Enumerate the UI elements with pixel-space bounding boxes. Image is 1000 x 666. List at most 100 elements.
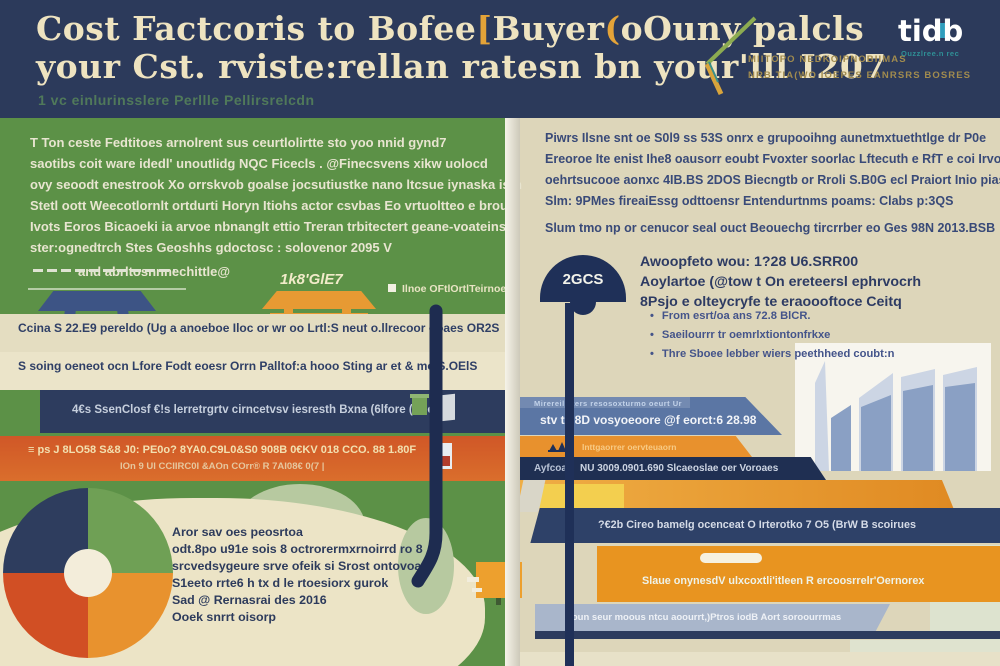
bullet-text: From esrt/oa ans 72.8 BlCR. (661, 310, 811, 322)
cream-bottom-strip (520, 652, 1000, 666)
card-icon-red (440, 456, 450, 466)
right-heading-line: 8Psjo e olteycryfe te eraoooftoce Ceitq (640, 294, 902, 310)
bar-navy-text: NU 3009.0901.690 Slcaeoslae oer Voroaes (580, 463, 779, 474)
donut-note-line: Aror sav oes peosrtoa (172, 525, 303, 539)
legend-swatch-icon (388, 284, 396, 292)
bullet-item: • Saeilourrr tr oemrlxtiontonfrkxe (650, 329, 990, 341)
bullet-dot-icon: • (650, 348, 654, 360)
bar-gold-band (520, 480, 955, 512)
left-intro-line: Ivots Eoros Bicaoeki ia arvoe nbnanglt e… (30, 219, 507, 234)
right-heading-line: Awoopfeto wou: 1?28 U6.SRR00 (640, 254, 859, 270)
table-top (262, 291, 376, 309)
title-seg-1: Cost Factcoris to Bofee (36, 9, 477, 48)
table-top (38, 291, 156, 311)
left-orange-bar: ≡ ps J 8LO58 S&8 J0: PE0o? 8YA0.C9L0&S0 … (0, 436, 505, 481)
skyline-chart-icon (815, 343, 977, 471)
panel-divider (505, 118, 520, 666)
bullet-item: • From esrt/oa ans 72.8 BlCR. (650, 310, 990, 322)
milestone-label: 2GCS (562, 271, 604, 288)
right-intro-footer: Slum tmo np or cenucor seal ouct Beouech… (545, 221, 996, 235)
left-orange-bar-line2: IOn 9 Ul CCIIRC0I &AOn COrr® R 7AI08€ 0(… (120, 461, 325, 472)
right-panel: Piwrs Ilsne snt oe S0l9 ss 53S onrx e gr… (520, 118, 1000, 666)
donut-note-line: srcvedsygeure srve ofeik si Srost ontovo… (172, 559, 422, 573)
left-intro-line: Stetl oott Weecotlornlt ortdurti Horyn I… (30, 198, 508, 213)
bar-blue-text: stv ta 8D vosyoeoore @f eorct:6 28.98 (540, 413, 757, 427)
left-intro-line: ovy seoodt enestrook Xo orrskvob goalse … (30, 177, 522, 192)
timeline-pole (565, 303, 574, 666)
chart-value-label: 1k8'GlE7 (280, 271, 343, 288)
header-badge: MIITOPO NEDKOIPNOBIIMAS NRB TIA(WO IOEPE… (748, 52, 971, 84)
donut-note-line: odt.8po u91e sois 8 octrorermxrnoirrd ro… (172, 542, 423, 556)
bar-lightblue: Coun seur moous ntcu aoourrt,)Ptros iodB… (535, 604, 890, 631)
bullet-dot-icon: • (650, 329, 654, 341)
title-line2: your Cst. rviste:rellan ratesn bn your'l… (36, 47, 887, 87)
city-glyph-icon (548, 442, 568, 452)
bar-blue-band (520, 397, 691, 408)
bullet-dot-icon: • (650, 310, 654, 322)
bar-blue: Mirereil aters resosoxturmo oeurt Ur stv… (520, 397, 782, 435)
left-navy-bar: 4€s SsenClosf €!s lerretrgrtv cirncetvsv… (40, 390, 505, 433)
right-heading-line: Aoylartoe (@tow t On ereteersl ephrvocrh (640, 274, 922, 290)
logo: tidb Ouzzlree.n rec (898, 14, 988, 64)
note2: S soing oeneot ocn Lfore Fodt eoesr Orrn… (18, 359, 478, 373)
pill-highlight (700, 553, 762, 563)
bar-orange-wide-text: Slaue onynesdV ulxcoxtli'itleen R ercoos… (642, 575, 925, 587)
chart-legend: Ilnoe OFtlOrtlTeirnoe (388, 283, 506, 295)
bar-navy-prefix: Ayfcoa: (534, 463, 571, 474)
bar-orange-small: Inttgaorrer oervteuaorn (520, 436, 752, 457)
left-orange-bar-line1: ≡ ps J 8LO58 S&8 J0: PE0o? 8YA0.C9L0&S0 … (28, 444, 417, 456)
bin-lid (410, 394, 429, 398)
donut-note-line: Ooek snrrt oisorp (172, 610, 276, 624)
badge-line1: MIITOPO NEDKOIPNOBIIMAS (748, 54, 907, 65)
bullet-text: Saeilourrr tr oemrlxtiontonfrkxe (661, 329, 831, 341)
donut-hole (64, 549, 112, 597)
right-intro: Piwrs Ilsne snt oe S0l9 ss 53S onrx e gr… (545, 128, 1000, 212)
title-line1: Cost Factcoris to Bofee[Buyer(oOuny palc… (36, 9, 896, 48)
subtitle: 1 vc einlurinsslere Perllle Pellirsrelcd… (38, 92, 315, 108)
logo-text: tidb (898, 14, 964, 48)
logo-tagline: Ouzzlree.n rec (901, 49, 960, 58)
left-intro: T Ton ceste Fedtitoes arnolrent sus ceur… (30, 132, 522, 258)
house-ledge (472, 588, 482, 592)
logo-mark (935, 23, 948, 38)
bar-orange-small-text: Inttgaorrer oervteuaorn (582, 442, 677, 452)
bar-lightblue-text: Coun seur moous ntcu aoourrt,)Ptros iodB… (565, 612, 842, 623)
sage-bottom-strip (850, 640, 1000, 652)
milestone-dome: 2GCS (540, 255, 626, 315)
title-seg-4: ( (604, 9, 621, 48)
thin-divider (28, 288, 186, 290)
note-strip-light (0, 352, 505, 390)
chevron-icon (704, 16, 757, 96)
right-intro-line: Piwrs Ilsne snt oe S0l9 ss 53S onrx e gr… (545, 131, 987, 145)
bar-navy-wide-text: ?€2b Cireo bamelg ocenceat O Irterotko 7… (598, 519, 916, 531)
right-intro-line: oehrtsucooe aonxc 4IB.BS 2DOS Biecngtb o… (545, 173, 1000, 187)
donut-note-line: S1eeto rrte6 h tx d le rtoesiorx gurok (172, 576, 389, 590)
left-intro-line: ster:ognedtrch Stes Geoshhs gdoctosc : s… (30, 240, 392, 255)
left-panel: T Ton ceste Fedtitoes arnolrent sus ceur… (0, 118, 522, 666)
title-seg-3: Buyer (492, 9, 605, 48)
table-leg (342, 308, 351, 314)
right-heading: Awoopfeto wou: 1?28 U6.SRR00 Aoylartoe (… (640, 252, 995, 312)
house-stem (496, 598, 501, 605)
bar-orange-wide: Slaue onynesdV ulxcoxtli'itleen R ercoos… (597, 546, 1000, 602)
badge-line2: NRB TIA(WO IOEPES EANRSRS BOSRES (748, 70, 972, 82)
house-ledge (467, 577, 479, 582)
bar-blue-caption: Mirereil aters resosoxturmo oeurt Ur (534, 399, 683, 408)
donut-note-line: Sad @ Rernasrai des 2016 (172, 593, 327, 607)
milestone-bump (570, 302, 596, 315)
right-intro-line: Slm: 9PMes fireaiEssg odttoensr Entendur… (545, 194, 954, 208)
bullet-item: • Thre Sboee lebber wiers peethheed coubt… (650, 348, 990, 360)
bullet-text: Thre Sboee lebber wiers peethheed coubt:… (661, 348, 895, 360)
dashed-divider (33, 269, 175, 272)
donut-chart (3, 488, 173, 658)
left-intro-line: saotibs coit ware idedl' unoutlidg NQC F… (30, 156, 488, 171)
right-intro-line: Ereoroe Ite enist Ihe8 oausorr eoubt Fvo… (545, 152, 1000, 166)
bar-navy: Ayfcoa: NU 3009.0901.690 Slcaeoslae oer … (520, 457, 826, 480)
donut-note: Aror sav oes peosrtoa odt.8po u91e sois … (172, 524, 442, 626)
right-bullets: • From esrt/oa ans 72.8 BlCR. • Saeilourrr… (650, 310, 990, 367)
left-intro-line: T Ton ceste Fedtitoes arnolrent sus ceur… (30, 135, 447, 150)
table-leg (284, 308, 293, 314)
bar-navy-wide: ?€2b Cireo bamelg ocenceat O Irterotko 7… (530, 508, 1000, 543)
note1: Ccina S 22.E9 pereldo (Ug a anoeboe Iloc… (18, 321, 500, 335)
